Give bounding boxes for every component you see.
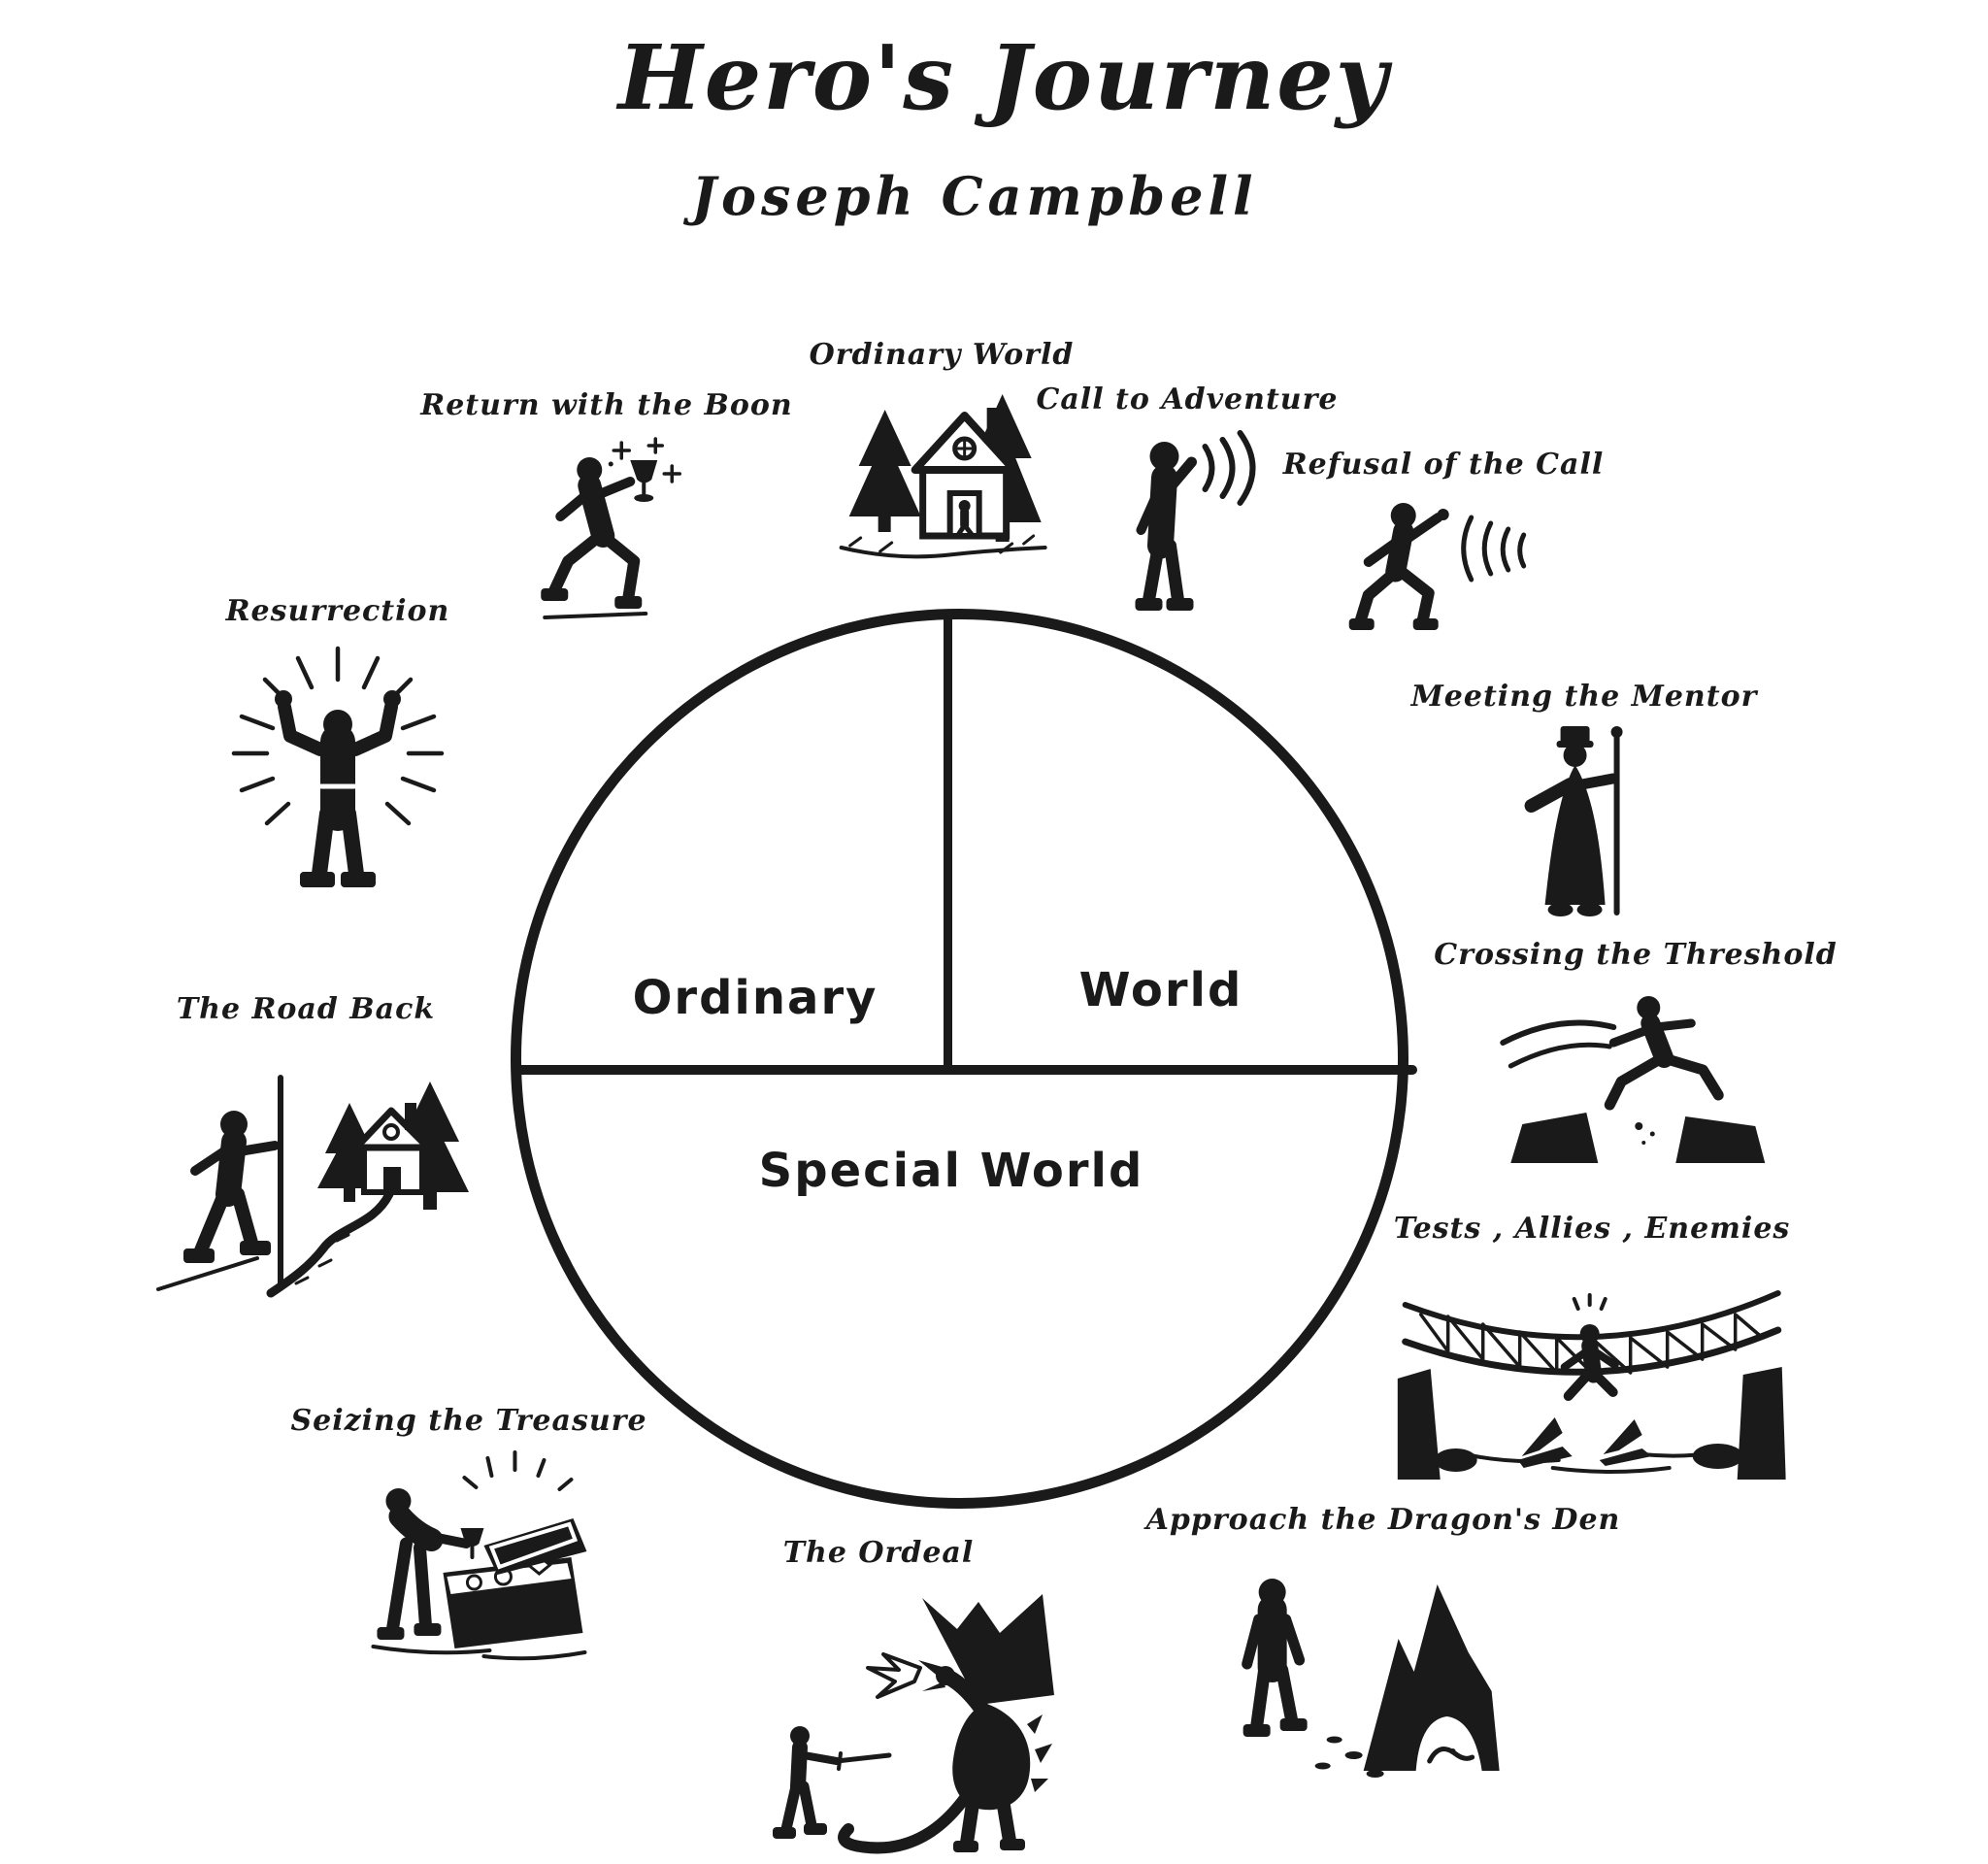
person-turning-away-sound-waves-icon xyxy=(1348,503,1527,630)
stage-label-refusal-of-the-call: Refusal of the Call xyxy=(1282,448,1605,482)
stage-the-road-back: The Road Back xyxy=(141,992,471,1307)
page-title: Hero's Journey xyxy=(617,25,1390,130)
stage-tests-allies-enemies: Tests , Allies , Enemies xyxy=(1394,1212,1791,1482)
stage-label-meeting-the-mentor: Meeting the Mentor xyxy=(1410,680,1758,714)
stage-seizing-the-treasure: Seizing the Treasure xyxy=(290,1404,646,1668)
stage-meeting-the-mentor: Meeting the Mentor xyxy=(1411,680,1758,921)
stage-label-ordinary-world: Ordinary World xyxy=(809,338,1075,372)
stage-label-the-ordeal: The Ordeal xyxy=(782,1536,975,1570)
stage-return-with-the-boon: Return with the Boon xyxy=(420,388,792,630)
stage-label-call-to-adventure: Call to Adventure xyxy=(1036,383,1339,416)
stage-label-crossing-the-threshold: Crossing the Threshold xyxy=(1434,938,1838,972)
stage-label-approach-the-dragons-den: Approach the Dragon's Den xyxy=(1145,1503,1621,1537)
circle-label-ordinary: Ordinary xyxy=(632,971,878,1025)
stage-label-the-road-back: The Road Back xyxy=(176,992,436,1026)
circle-label-special-world: Special World xyxy=(758,1144,1144,1198)
figure-walking-home-path-icon xyxy=(156,1075,469,1298)
journey-circle xyxy=(511,609,1408,1509)
circle-horizontal-divider xyxy=(516,1065,1417,1075)
stage-label-seizing-the-treasure: Seizing the Treasure xyxy=(290,1404,647,1438)
stage-label-resurrection: Resurrection xyxy=(225,594,450,628)
hero-flexing-radiant-icon xyxy=(231,646,445,887)
stage-the-ordeal: The Ordeal xyxy=(767,1536,1126,1860)
figure-leaping-chasm-icon xyxy=(1499,996,1765,1163)
person-calling-sound-waves-icon xyxy=(1134,430,1255,611)
page-subtitle: Joseph Campbell xyxy=(691,165,1258,227)
runner-carrying-goblet-icon xyxy=(541,437,682,619)
stage-label-tests-allies-enemies: Tests , Allies , Enemies xyxy=(1393,1212,1791,1246)
house-in-woods-icon xyxy=(840,394,1047,559)
stage-approach-the-dragons-den: Approach the Dragon's Den xyxy=(1146,1503,1621,1783)
knight-fighting-dragon-icon xyxy=(773,1594,1054,1854)
open-treasure-chest-icon xyxy=(371,1450,586,1661)
rope-bridge-over-crocodiles-icon xyxy=(1397,1290,1786,1480)
stage-refusal-of-the-call: Refusal of the Call xyxy=(1283,448,1605,638)
stage-label-return-with-the-boon: Return with the Boon xyxy=(420,388,793,422)
robed-mentor-with-staff-icon xyxy=(1524,726,1623,916)
figure-approaching-cave-icon xyxy=(1242,1579,1500,1778)
stage-resurrection: Resurrection xyxy=(216,594,459,904)
stage-ordinary-world: Ordinary World xyxy=(810,338,1075,567)
circle-vertical-divider xyxy=(944,616,952,1072)
stage-call-to-adventure: Call to Adventure xyxy=(1036,383,1338,617)
stage-crossing-the-threshold: Crossing the Threshold xyxy=(1434,938,1837,1167)
circle-label-world: World xyxy=(1078,963,1243,1017)
